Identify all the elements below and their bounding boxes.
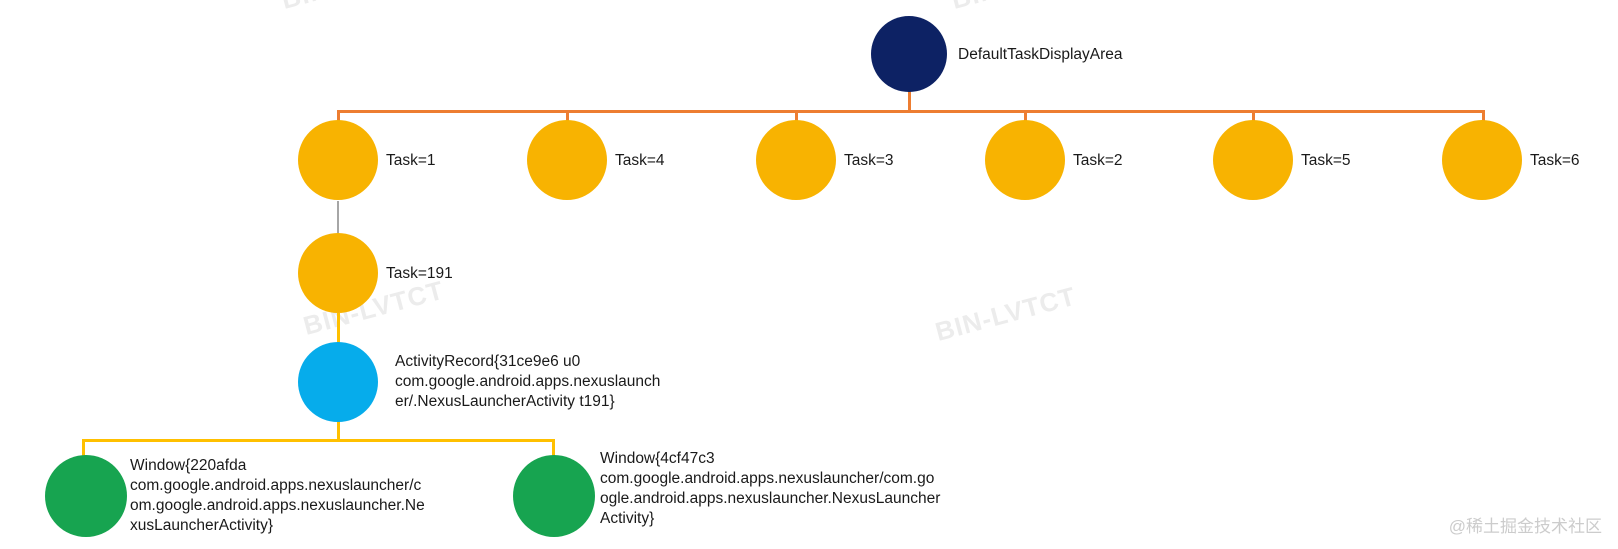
window-2-line: com.google.android.apps.nexuslauncher/co… <box>600 470 935 487</box>
node-label-task-2: Task=2 <box>1073 152 1123 169</box>
node-window-1 <box>45 455 127 537</box>
node-task-2 <box>985 120 1065 200</box>
connector-task1-stub <box>337 110 340 123</box>
connector-task2-stub <box>1024 110 1027 123</box>
connector-activity-stub <box>337 421 340 441</box>
node-label-task-5: Task=5 <box>1301 152 1351 169</box>
node-task-6 <box>1442 120 1522 200</box>
node-label-default-task-display-area: DefaultTaskDisplayArea <box>958 46 1123 63</box>
activity-record-line: com.google.android.apps.nexuslaunch <box>395 373 661 390</box>
window-1-line: com.google.android.apps.nexuslauncher/c <box>130 477 422 494</box>
watermark-credit: @稀土掘金技术社区 <box>1448 517 1602 536</box>
node-label-task-3: Task=3 <box>844 152 894 169</box>
watermark-diagonal: BIN-LVTCT <box>932 280 1080 347</box>
window-2-line: Window{4cf47c3 <box>600 450 715 467</box>
connector-task-row <box>337 110 1485 113</box>
watermark-diagonal: BIN-LVTCT <box>278 0 425 16</box>
node-default-task-display-area <box>871 16 947 92</box>
window-2-line: Activity} <box>600 510 655 527</box>
node-task-5 <box>1213 120 1293 200</box>
connector-window1-stub <box>82 439 85 456</box>
node-task-3 <box>756 120 836 200</box>
node-label-window-2: Window{4cf47c3 com.google.android.apps.n… <box>600 449 940 529</box>
node-label-activity-record: ActivityRecord{31ce9e6 u0 com.google.and… <box>395 352 660 412</box>
window-2-line: ogle.android.apps.nexuslauncher.NexusLau… <box>600 490 941 507</box>
node-activity-record <box>298 342 378 422</box>
window-1-line: om.google.android.apps.nexuslauncher.Ne <box>130 497 425 514</box>
node-task-1 <box>298 120 378 200</box>
connector-task191-activity <box>337 313 340 343</box>
window-1-line: xusLauncherActivity} <box>130 517 274 534</box>
node-label-window-1: Window{220afda com.google.android.apps.n… <box>130 456 425 536</box>
node-window-2 <box>513 455 595 537</box>
node-label-task-6: Task=6 <box>1530 152 1580 169</box>
connector-task1-task191 <box>337 201 339 233</box>
connector-root-stub <box>908 90 911 111</box>
connector-task5-stub <box>1252 110 1255 123</box>
activity-record-line: ActivityRecord{31ce9e6 u0 <box>395 353 581 370</box>
watermark-diagonal: BIN-LVTCT <box>948 0 1095 16</box>
activity-record-line: er/.NexusLauncherActivity t191} <box>395 393 615 410</box>
connector-window-row <box>82 439 555 442</box>
window-1-line: Window{220afda <box>130 457 247 474</box>
node-label-task-1: Task=1 <box>386 152 436 169</box>
node-task-4 <box>527 120 607 200</box>
node-label-task-4: Task=4 <box>615 152 665 169</box>
connector-window2-stub <box>552 439 555 456</box>
node-label-task-191: Task=191 <box>386 265 453 282</box>
connector-task6-stub <box>1482 110 1485 123</box>
node-task-191 <box>298 233 378 313</box>
connector-task4-stub <box>566 110 569 123</box>
connector-task3-stub <box>795 110 798 123</box>
